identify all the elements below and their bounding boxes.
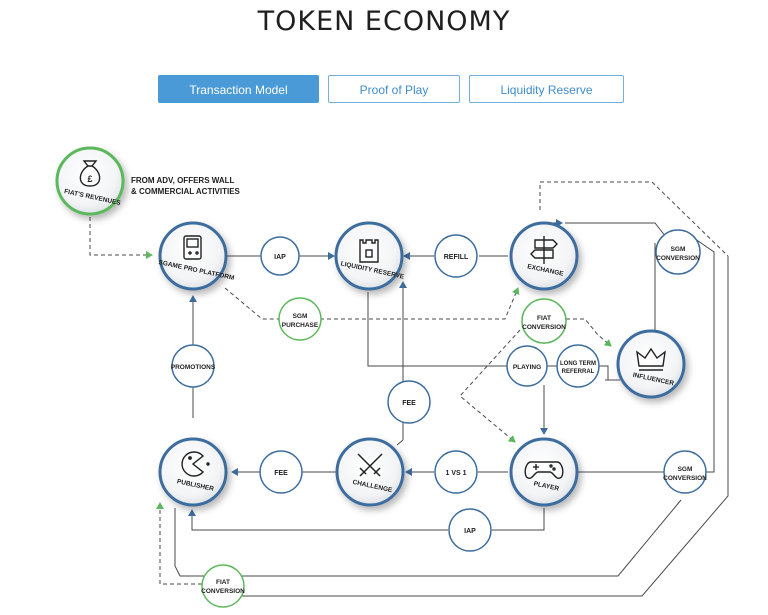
bubble-sgm-conversion-top: SGM CONVERSION <box>655 229 701 275</box>
svg-text:PLAYING: PLAYING <box>513 364 541 371</box>
castle-tower-icon <box>359 239 379 263</box>
node-player: PLAYER <box>509 437 579 507</box>
svg-text:REFILL: REFILL <box>444 254 469 261</box>
bubble-promotions: PROMOTIONS <box>171 344 216 388</box>
connectors <box>174 219 729 597</box>
bubble-playing: PLAYING <box>506 345 548 387</box>
note-line: FROM ADV, OFFERS WALL <box>131 176 235 185</box>
tab-transaction-model[interactable]: Transaction Model <box>158 75 319 103</box>
revenue-source-note: FROM ADV, OFFERS WALL & COMMERCIAL ACTIV… <box>131 175 240 197</box>
svg-text:FEE: FEE <box>402 400 416 407</box>
svg-text:£: £ <box>87 174 92 184</box>
pacman-icon <box>181 451 210 477</box>
svg-text:SGM: SGM <box>678 466 693 473</box>
svg-text:SGM: SGM <box>671 246 686 253</box>
tab-liquidity-reserve[interactable]: Liquidity Reserve <box>469 75 624 103</box>
bubble-iap-bottom: IAP <box>448 508 492 552</box>
bubble-long-term-referral: LONG TERM REFERRAL <box>556 344 600 388</box>
tab-proof-of-play[interactable]: Proof of Play <box>328 75 460 103</box>
node-exchange: EXCHANGE <box>509 221 579 291</box>
svg-text:CONVERSION: CONVERSION <box>663 475 707 482</box>
bubble-fiat-conversion-bottom: FIAT CONVERSION <box>201 564 245 608</box>
node-liquidity-reserve: LIQUIDITY RESERVE <box>334 221 405 291</box>
bubble-one-vs-one: 1 VS 1 <box>434 450 478 494</box>
bubble-sgm-purchase: SGM PURCHASE <box>278 297 322 341</box>
node-influencer: INFLUENCER <box>616 329 686 399</box>
svg-text:1 VS 1: 1 VS 1 <box>445 470 466 477</box>
gamepad-icon <box>524 461 564 480</box>
svg-text:IAP: IAP <box>464 528 476 535</box>
svg-text:REFERRAL: REFERRAL <box>562 369 595 375</box>
node-fiat-revenues: £ FIAT'S REVENUES <box>55 146 125 216</box>
svg-text:FIAT: FIAT <box>537 315 551 322</box>
svg-text:PURCHASE: PURCHASE <box>282 322 319 329</box>
bubble-fee-mid: FEE <box>387 380 431 424</box>
dashed-connectors <box>89 181 729 585</box>
node-challenge: CHALLENGE <box>335 437 405 507</box>
signpost-icon <box>530 236 558 264</box>
svg-text:CONVERSION: CONVERSION <box>656 255 700 262</box>
bubble-sgm-conversion-bottom: SGM CONVERSION <box>663 450 707 494</box>
bubble-iap-top: IAP <box>260 236 300 276</box>
node-sgame-pro-platform: SGAME PRO PLATFORM <box>158 221 235 291</box>
svg-text:SGM: SGM <box>293 313 308 320</box>
bubble-fee-bottom: FEE <box>259 450 303 494</box>
note-line: & COMMERCIAL ACTIVITIES <box>131 187 240 196</box>
page-title: TOKEN ECONOMY <box>257 6 511 37</box>
crossed-swords-icon <box>357 453 383 477</box>
svg-text:FIAT: FIAT <box>216 579 230 586</box>
svg-text:PROMOTIONS: PROMOTIONS <box>171 364 216 371</box>
crown-icon <box>636 347 666 371</box>
svg-text:LONG TERM: LONG TERM <box>560 361 596 367</box>
svg-text:IAP: IAP <box>274 254 286 261</box>
svg-text:CONVERSION: CONVERSION <box>522 324 566 331</box>
money-bag-icon: £ <box>79 160 101 187</box>
svg-text:CONVERSION: CONVERSION <box>201 588 245 595</box>
node-publisher: PUBLISHER <box>158 437 228 507</box>
tab-bar: Transaction Model Proof of Play Liquidit… <box>0 75 768 105</box>
svg-text:FEE: FEE <box>274 470 288 477</box>
bubble-fiat-conversion-mid: FIAT CONVERSION <box>521 298 567 344</box>
handheld-console-icon <box>183 235 202 260</box>
bubble-refill: REFILL <box>434 234 478 278</box>
